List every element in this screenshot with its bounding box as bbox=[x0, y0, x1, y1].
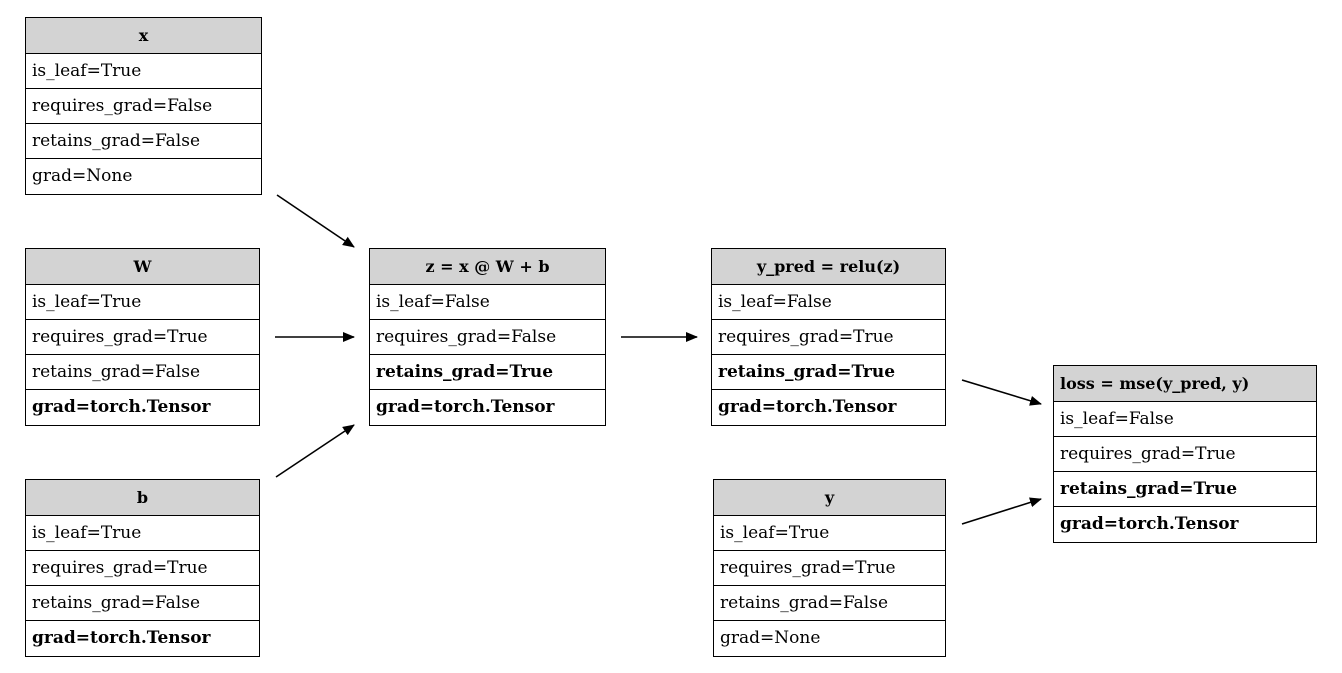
node-attribute-row: retains_grad=True bbox=[370, 355, 605, 390]
node-attribute-row: requires_grad=True bbox=[1054, 437, 1316, 472]
node-title: b bbox=[26, 480, 259, 516]
node-attribute-row: is_leaf=False bbox=[1054, 402, 1316, 437]
node-attribute-row: requires_grad=True bbox=[712, 320, 945, 355]
edge-y-to-loss bbox=[961, 497, 1042, 525]
node-attribute-row: requires_grad=False bbox=[26, 89, 261, 124]
node-attribute-row: grad=None bbox=[720, 628, 821, 648]
node-attribute-row: grad=torch.Tensor bbox=[718, 397, 897, 417]
node-attribute-row: grad=torch.Tensor bbox=[376, 397, 555, 417]
node-title: z = x @ W + b bbox=[370, 249, 605, 285]
node-attribute-row: grad=None bbox=[32, 166, 133, 186]
node-title: loss = mse(y_pred, y) bbox=[1054, 366, 1316, 402]
node-attribute-row: grad=torch.Tensor bbox=[32, 397, 211, 417]
node-attribute-row: requires_grad=False bbox=[370, 320, 605, 355]
node-attribute-row: retains_grad=True bbox=[1054, 472, 1316, 507]
node-attribute-row: is_leaf=True bbox=[26, 54, 261, 89]
node-attribute-row: requires_grad=True bbox=[26, 320, 259, 355]
node-attribute-row: retains_grad=False bbox=[26, 586, 259, 621]
edge-x-to-z bbox=[276, 194, 355, 248]
node-attribute-row: is_leaf=False bbox=[712, 285, 945, 320]
node-title: x bbox=[26, 18, 261, 54]
node-attribute-row: is_leaf=True bbox=[714, 516, 945, 551]
node-attribute-row: grad=torch.Tensor bbox=[32, 628, 211, 648]
node-attribute-row: is_leaf=True bbox=[26, 285, 259, 320]
node-attribute-row: retains_grad=False bbox=[714, 586, 945, 621]
node-title: y_pred = relu(z) bbox=[712, 249, 945, 285]
node-attribute-row: requires_grad=True bbox=[26, 551, 259, 586]
node-title: W bbox=[26, 249, 259, 285]
node-attribute-row: retains_grad=False bbox=[26, 355, 259, 390]
node-attribute-row: grad=torch.Tensor bbox=[1060, 514, 1239, 534]
edge-b-to-z bbox=[275, 424, 355, 478]
node-attribute-row: is_leaf=False bbox=[370, 285, 605, 320]
node-attribute-row: requires_grad=True bbox=[714, 551, 945, 586]
node-attribute-row: is_leaf=True bbox=[26, 516, 259, 551]
edge-y_pred-to-loss bbox=[961, 379, 1042, 406]
node-attribute-row: retains_grad=True bbox=[712, 355, 945, 390]
node-title: y bbox=[714, 480, 945, 516]
node-attribute-row: retains_grad=False bbox=[26, 124, 261, 159]
